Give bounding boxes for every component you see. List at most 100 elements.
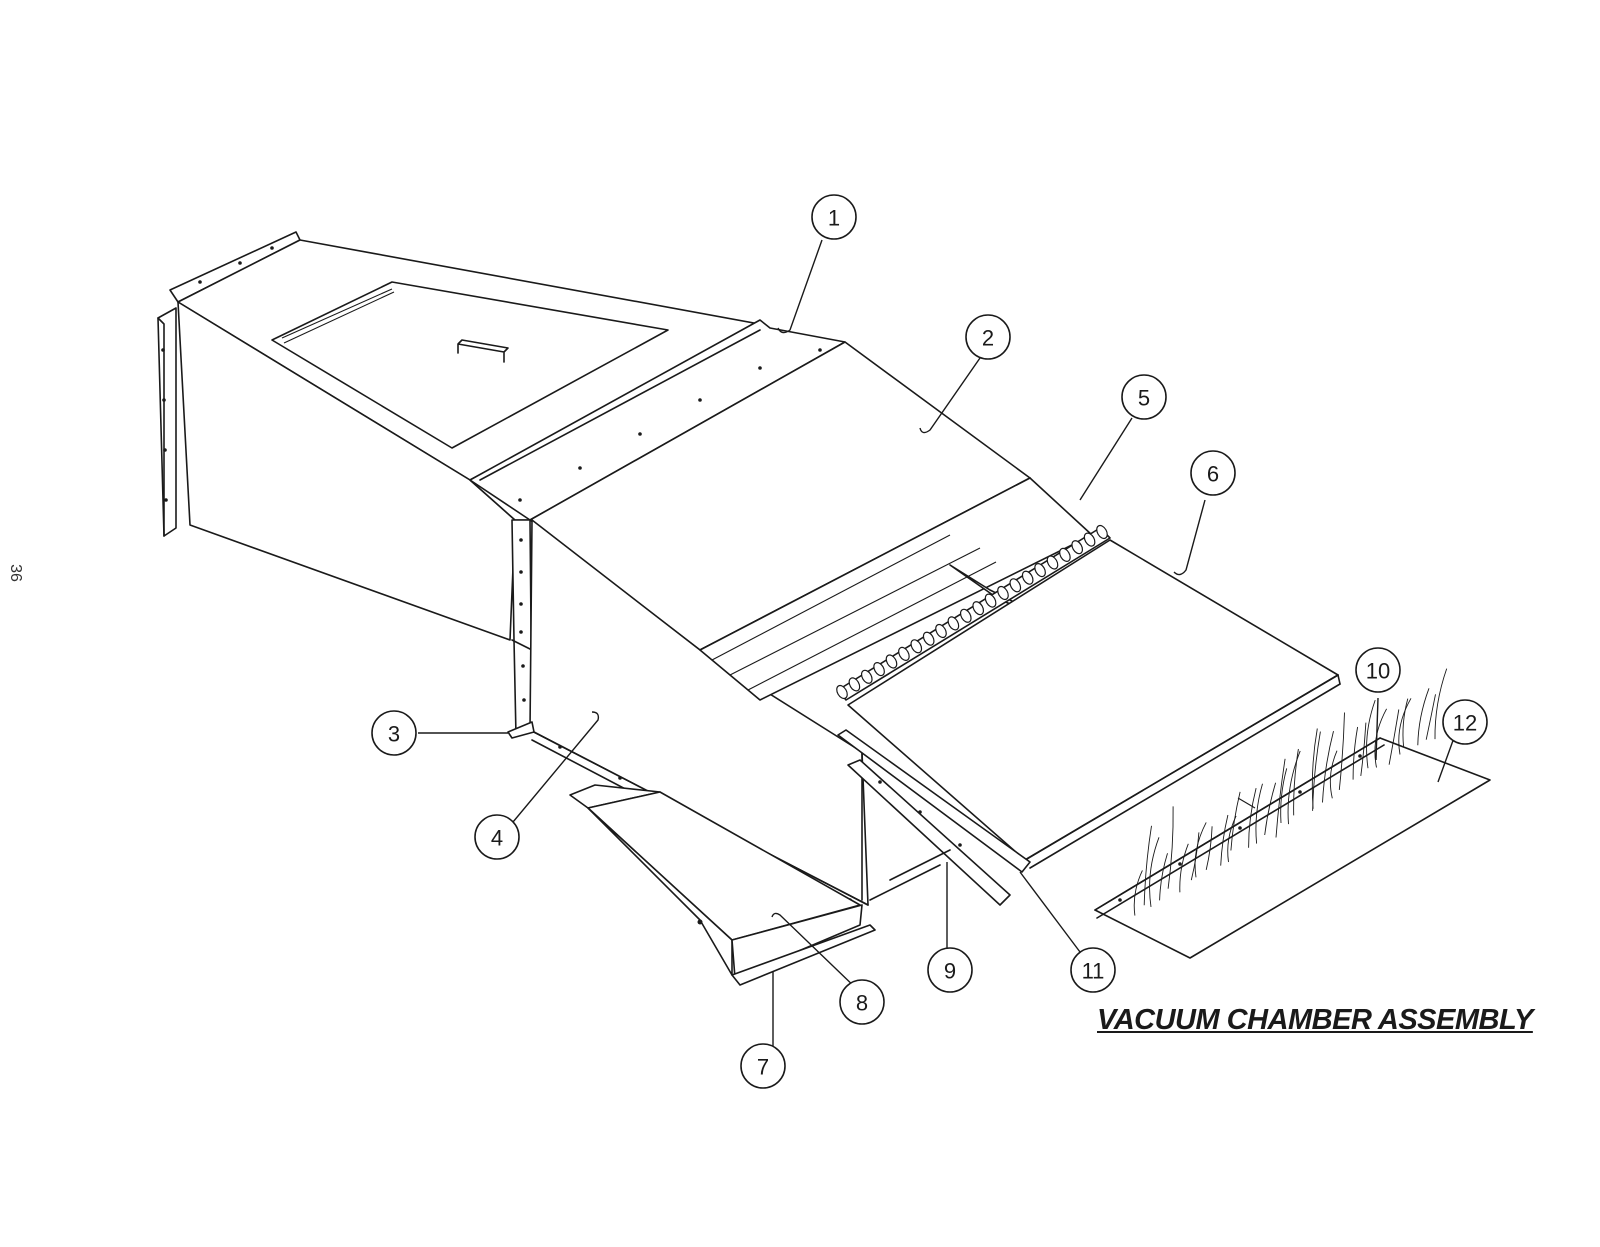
hinge-knuckle (836, 684, 848, 700)
hatch-stroke (1293, 748, 1299, 816)
bottom-hopper (569, 784, 951, 986)
hatch-stroke (1255, 783, 1263, 844)
callout-label: 3 (388, 722, 400, 747)
hinge-knuckle (873, 662, 885, 677)
hinge-knuckle (984, 593, 997, 608)
callout-label: 5 (1138, 386, 1150, 411)
hinge-knuckle (935, 623, 947, 639)
hatch-stroke (1287, 750, 1301, 825)
hinge-knuckle (1009, 578, 1022, 593)
callout-7: 7 (740, 1043, 786, 1089)
hinge-knuckle (1059, 547, 1071, 562)
hatch-stroke (1275, 758, 1286, 838)
hatch-stroke (1280, 768, 1288, 824)
hatch-stroke (1167, 806, 1174, 889)
callout-label: 7 (757, 1055, 769, 1080)
hatch-stroke (1194, 822, 1207, 878)
callout-12: 12 (1442, 699, 1488, 745)
hatch-stroke (1417, 688, 1430, 746)
hinge-knuckle (922, 631, 935, 646)
hinge-knuckle (1096, 524, 1108, 540)
callout-6: 6 (1190, 450, 1236, 496)
hatch-stroke (1388, 709, 1400, 765)
hinge-knuckle (947, 616, 960, 631)
callout-circle (811, 194, 857, 240)
hatch-stroke (1434, 668, 1448, 740)
hinge-knuckle (959, 608, 972, 623)
callout-label: 10 (1366, 659, 1390, 684)
hatch-stroke (1352, 726, 1359, 780)
inlet-flange (157, 231, 301, 537)
callout-2: 2 (965, 314, 1011, 360)
leader-lines (418, 239, 1456, 1047)
hatch-stroke (1133, 870, 1143, 916)
hatch-stroke (1338, 712, 1345, 790)
callout-label: 1 (828, 206, 840, 231)
callout-10: 10 (1355, 647, 1401, 693)
transition-body (177, 239, 766, 641)
callout-label: 11 (1082, 959, 1105, 984)
hinge-bar-5 (836, 524, 1111, 701)
callout-5: 5 (1121, 374, 1167, 420)
hinge-knuckle (910, 639, 923, 654)
callout-1: 1 (811, 194, 857, 240)
hinge-knuckle (898, 646, 910, 661)
hinge-knuckle (1083, 532, 1096, 547)
callout-8: 8 (839, 979, 885, 1025)
callout-4: 4 (474, 814, 520, 860)
callout-circle (839, 979, 885, 1025)
hatch-stroke (1159, 853, 1168, 901)
hatch-stroke (1149, 837, 1160, 907)
callout-circle (1070, 947, 1116, 993)
hinge-knuckle (1021, 570, 1034, 585)
hatch-stroke (1264, 782, 1277, 836)
callout-circle (740, 1043, 786, 1089)
hatch-stroke (1425, 694, 1436, 740)
callout-label: 4 (491, 826, 503, 851)
callout-circle (1121, 374, 1167, 420)
hinge-knuckle (1046, 555, 1059, 570)
callout-circle (965, 314, 1011, 360)
hatch-stroke (1329, 750, 1338, 799)
callout-11: 11 (1070, 947, 1116, 993)
hatch-stroke (1205, 826, 1213, 871)
hatch-stroke (1402, 698, 1409, 748)
hatch-stroke (1398, 698, 1412, 755)
hatch-stroke (1322, 730, 1334, 803)
callout-label: 6 (1207, 462, 1219, 487)
page-number: 36 (6, 564, 24, 582)
hinge-knuckle (860, 669, 873, 684)
hatch-stroke (1360, 722, 1367, 776)
hinge-knuckle (1034, 563, 1046, 578)
hinge-knuckle (972, 601, 985, 616)
hatch-stroke (1143, 825, 1152, 906)
callout-circle (1190, 450, 1236, 496)
callout-label: 9 (944, 959, 956, 984)
hatch-stroke (1230, 791, 1241, 851)
callout-3: 3 (371, 710, 417, 756)
angle-tab-3 (507, 721, 535, 739)
hinge-knuckle (997, 585, 1009, 601)
callout-label: 2 (982, 326, 994, 351)
hatch-stroke (1311, 728, 1318, 809)
drawing-title: VACUUM CHAMBER ASSEMBLY (1097, 1004, 1533, 1036)
seal-strip (1094, 668, 1491, 959)
callout-circle (1442, 699, 1488, 745)
side-rail-9-11 (837, 729, 1031, 906)
hinge-knuckle (848, 677, 861, 692)
side-bracket (511, 519, 533, 737)
callout-label: 8 (856, 991, 868, 1016)
hatch-stroke (1179, 843, 1189, 893)
hatch-stroke (1248, 787, 1257, 848)
hatch-stroke (1190, 832, 1200, 881)
callout-circle (927, 947, 973, 993)
hinge-knuckle (885, 654, 898, 669)
callout-circle (371, 710, 417, 756)
callout-9: 9 (927, 947, 973, 993)
flap-panel-6 (847, 539, 1341, 869)
hinge-knuckle (1071, 540, 1084, 555)
callout-label: 12 (1453, 711, 1477, 736)
